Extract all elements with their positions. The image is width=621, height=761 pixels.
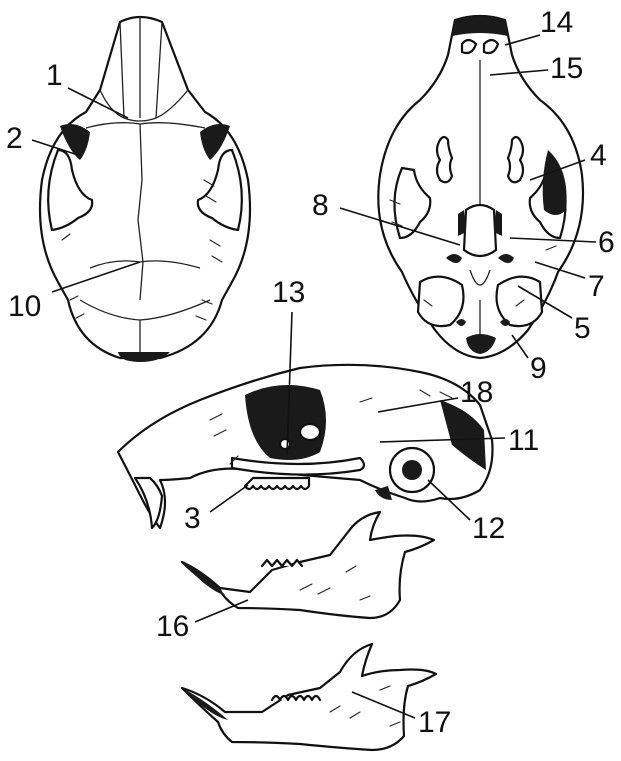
label-14: 14 bbox=[540, 6, 573, 39]
leader-16 bbox=[195, 600, 248, 622]
label-3: 3 bbox=[184, 502, 201, 535]
label-6: 6 bbox=[598, 226, 615, 259]
label-16: 16 bbox=[156, 610, 189, 643]
label-17: 17 bbox=[418, 706, 451, 739]
leader-3 bbox=[210, 485, 248, 512]
label-9: 9 bbox=[530, 352, 547, 385]
skull-dorsal-view bbox=[40, 16, 250, 362]
mandible-lower-view bbox=[182, 644, 436, 750]
label-11: 11 bbox=[508, 424, 539, 457]
label-1: 1 bbox=[46, 59, 63, 92]
label-7: 7 bbox=[588, 270, 605, 303]
label-4: 4 bbox=[590, 139, 607, 172]
label-8: 8 bbox=[312, 189, 329, 222]
leader-14 bbox=[505, 35, 540, 45]
label-12: 12 bbox=[472, 512, 505, 545]
label-5: 5 bbox=[574, 312, 591, 345]
mandible-upper-view bbox=[182, 512, 434, 618]
label-13: 13 bbox=[272, 276, 305, 309]
label-10: 10 bbox=[8, 290, 41, 323]
label-15: 15 bbox=[550, 52, 583, 85]
label-2: 2 bbox=[6, 122, 23, 155]
label-18: 18 bbox=[460, 376, 493, 409]
skull-lateral-view bbox=[118, 365, 493, 528]
